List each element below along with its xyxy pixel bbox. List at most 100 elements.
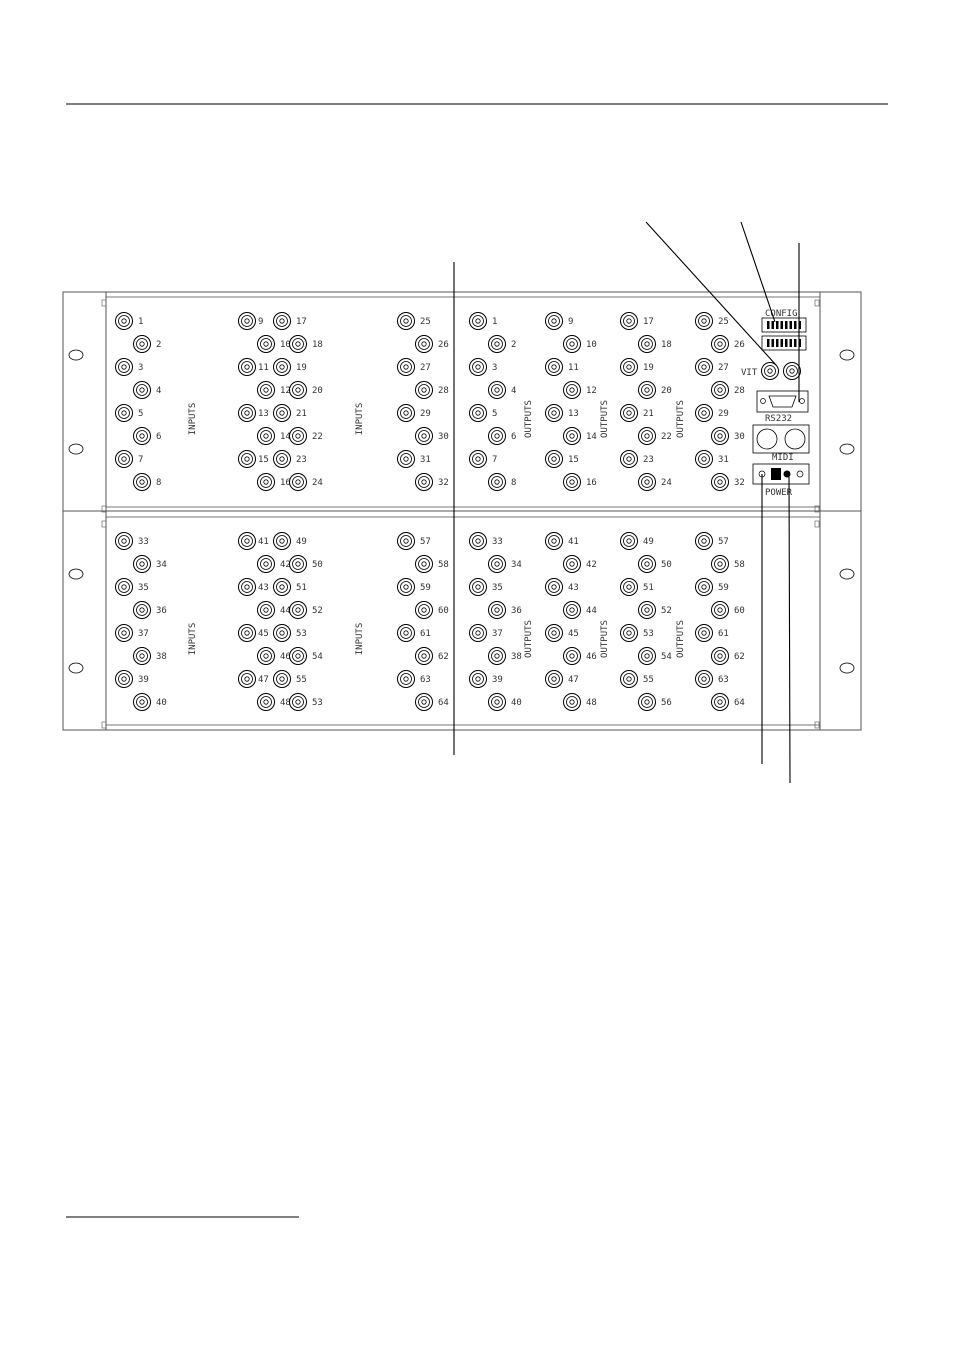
lower-module-frame	[105, 516, 821, 726]
connector-number: 19	[296, 363, 307, 373]
connector-outer-ring	[638, 693, 656, 711]
connector-inner-ring	[241, 673, 253, 685]
connector-inner-ring	[400, 535, 412, 547]
connector-pin	[295, 341, 301, 347]
connector-pin	[494, 387, 500, 393]
bnc-connector	[620, 624, 638, 642]
connector-number: 46	[586, 652, 597, 662]
connector-inner-ring	[241, 581, 253, 593]
connector-number: 32	[734, 478, 745, 488]
connector-inner-ring	[491, 430, 503, 442]
connector-pin	[701, 318, 707, 324]
connector-pin	[139, 341, 145, 347]
connector-inner-ring	[276, 407, 288, 419]
connector-pin	[403, 410, 409, 416]
connector-outer-ring	[133, 555, 151, 573]
connector-outer-ring	[273, 670, 291, 688]
connector-inner-ring	[714, 650, 726, 662]
bnc-connector	[415, 647, 433, 665]
bnc-connector	[563, 427, 581, 445]
connector-pin	[403, 318, 409, 324]
connector-pin	[701, 676, 707, 682]
connector-pin	[295, 479, 301, 485]
connector-inner-ring	[260, 384, 272, 396]
connector-outer-ring	[695, 404, 713, 422]
connector-number: 31	[420, 455, 431, 465]
connector-pin	[139, 699, 145, 705]
connector-outer-ring	[563, 601, 581, 619]
connector-outer-ring	[695, 532, 713, 550]
connector-outer-ring	[545, 532, 563, 550]
connector-outer-ring	[695, 624, 713, 642]
connector-inner-ring	[714, 696, 726, 708]
connector-pin	[279, 318, 285, 324]
connector-outer-ring	[238, 670, 256, 688]
connector-pin	[121, 630, 127, 636]
upper-module-frame	[105, 296, 821, 508]
connector-number: 45	[258, 629, 269, 639]
connector-inner-ring	[491, 476, 503, 488]
bnc-connector	[638, 473, 656, 491]
connector-number: 29	[420, 409, 431, 419]
connector-pin	[701, 410, 707, 416]
connector-inner-ring	[276, 361, 288, 373]
connector-inner-ring	[548, 315, 560, 327]
connector-pin	[295, 561, 301, 567]
connector-pin	[569, 653, 575, 659]
connector-inner-ring	[276, 627, 288, 639]
connector-number: 56	[661, 698, 672, 708]
connector-inner-ring	[623, 673, 635, 685]
connector-pin	[295, 387, 301, 393]
connector-outer-ring	[115, 312, 133, 330]
connector-outer-ring	[273, 450, 291, 468]
bnc-connector	[711, 381, 729, 399]
bnc-connector	[415, 601, 433, 619]
connector-pin	[263, 341, 269, 347]
vit-label: VIT	[741, 368, 758, 378]
connector-number: 31	[718, 455, 729, 465]
bnc-connector	[695, 578, 713, 596]
connector-pin	[263, 479, 269, 485]
connector-outer-ring	[488, 381, 506, 399]
connector-inner-ring	[698, 581, 710, 593]
connector-outer-ring	[761, 362, 779, 380]
group-label: OUTPUTS	[600, 400, 610, 438]
connector-inner-ring	[292, 696, 304, 708]
bnc-connector	[488, 427, 506, 445]
connector-number: 36	[511, 606, 522, 616]
connector-inner-ring	[566, 384, 578, 396]
connector-outer-ring	[273, 578, 291, 596]
connector-outer-ring	[488, 473, 506, 491]
connector-number: 13	[568, 409, 579, 419]
bnc-connector	[273, 578, 291, 596]
connector-pin	[403, 364, 409, 370]
connector-outer-ring	[115, 624, 133, 642]
connector-pin	[551, 456, 557, 462]
connector-inner-ring	[260, 604, 272, 616]
connector-pin	[121, 456, 127, 462]
bnc-connector	[711, 555, 729, 573]
bnc-connector	[563, 381, 581, 399]
connector-inner-ring	[472, 581, 484, 593]
connector-inner-ring	[472, 535, 484, 547]
connector-outer-ring	[115, 404, 133, 422]
connector-outer-ring	[620, 532, 638, 550]
connector-inner-ring	[472, 315, 484, 327]
connector-outer-ring	[397, 358, 415, 376]
connector-number: 7	[492, 455, 497, 465]
connector-outer-ring	[415, 601, 433, 619]
connector-inner-ring	[136, 338, 148, 350]
connector-outer-ring	[397, 450, 415, 468]
upper-connector-block: 1357246891113151012141617192123182022242…	[115, 312, 745, 491]
connector-number: 21	[643, 409, 654, 419]
connector-inner-ring	[260, 338, 272, 350]
connector-number: 16	[586, 478, 597, 488]
connector-inner-ring	[418, 696, 430, 708]
connector-outer-ring	[289, 693, 307, 711]
connector-number: 15	[258, 455, 269, 465]
midi-label: MIDI	[772, 453, 794, 463]
dip-lever	[780, 321, 783, 329]
connector-outer-ring	[257, 381, 275, 399]
connector-number: 52	[312, 606, 323, 616]
bnc-connector	[397, 404, 415, 422]
